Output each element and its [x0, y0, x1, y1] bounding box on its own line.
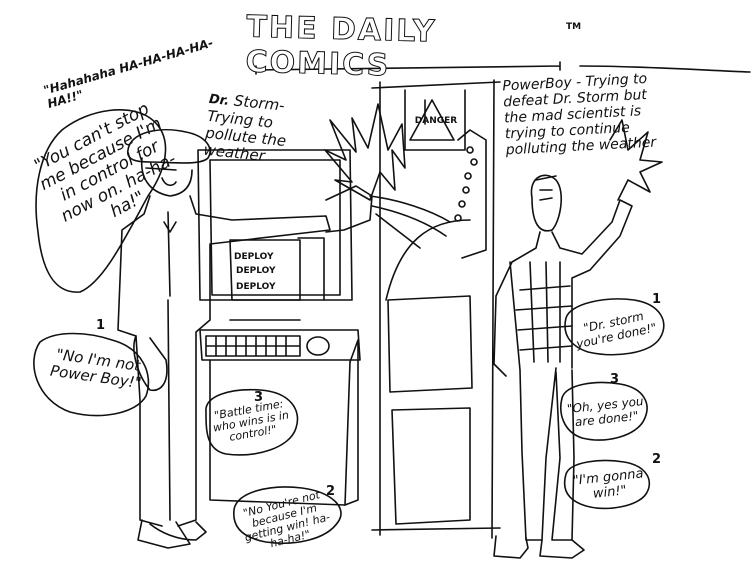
- panel-number-not-powerboy: 1: [96, 318, 106, 333]
- lightning-burst-left: [324, 103, 406, 201]
- panel-number-storm-done: 1: [652, 292, 662, 307]
- weather-machine: [371, 79, 501, 539]
- title-underline: [255, 61, 561, 75]
- trademark-mark: TM: [566, 22, 582, 32]
- keyboard: [205, 335, 301, 357]
- powerboy-figure: [493, 174, 633, 559]
- bubble-cant-stop: [35, 109, 167, 293]
- panel-number-youre-not: 2: [326, 484, 336, 499]
- bubble-not-powerboy: [33, 332, 150, 417]
- computer-console: [197, 149, 361, 506]
- danger-sign-label: DANGER: [414, 116, 458, 126]
- bubble-yes-done: [560, 381, 648, 441]
- screen-label-deploy-2: DEPLOY: [236, 266, 276, 276]
- mouse: [306, 336, 330, 356]
- zap-beam: [369, 195, 451, 249]
- lightning-burst-right: [609, 119, 663, 201]
- panel-number-battle: 3: [254, 390, 264, 405]
- screen-label-deploy-1: DEPLOY: [234, 252, 274, 262]
- screen-label-deploy-3: DEPLOY: [236, 282, 276, 292]
- top-border-line: [579, 65, 751, 73]
- panel-number-yes-done: 3: [610, 372, 620, 387]
- bubble-youre-not: [233, 486, 342, 544]
- caption-powerboy: PowerBoy - Trying to defeat Dr. Storm bu…: [502, 70, 657, 159]
- panel-number-gonna-win: 2: [652, 452, 662, 467]
- caption-dr-storm: Dr. Storm- Trying to pollute the weather: [203, 90, 330, 171]
- bubble-gonna-win: [563, 459, 651, 510]
- bubble-battle: [205, 388, 299, 456]
- bubble-storm-done: [564, 298, 665, 356]
- dr-storm-figure: [117, 128, 373, 549]
